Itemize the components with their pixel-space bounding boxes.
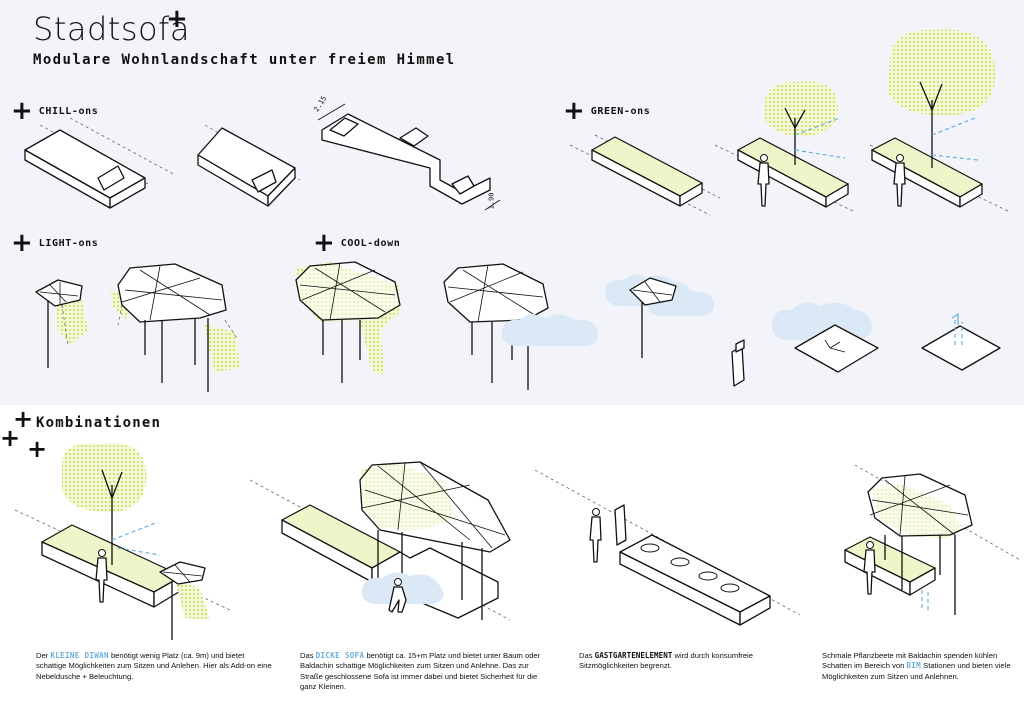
- mist-shower-icon: [731, 339, 745, 387]
- plus-icon: +: [11, 96, 33, 126]
- cool-module-lamp-mist: [604, 274, 745, 387]
- page-title: Stadtsofa: [33, 10, 190, 48]
- light-module-small-canopy: [35, 279, 88, 368]
- section-cool-label: COOL-down: [340, 237, 401, 249]
- cool-module-canopy-green: [295, 261, 401, 383]
- combo-dicke-sofa: [249, 461, 511, 621]
- caption-gastgarten: Das GASTGARTENELEMENT wird durch konsumf…: [579, 651, 753, 671]
- section-green: + GREEN-ons: [563, 98, 650, 124]
- cool-module-canopy-mist: [443, 263, 599, 390]
- combo-pflanzbeet-baldachin: [843, 464, 1021, 615]
- combinations-title: Kombinationen: [36, 415, 162, 431]
- page-subtitle: Modulare Wohnlandschaft unter freiem Him…: [33, 52, 456, 68]
- combo-gastgarten: [534, 469, 801, 626]
- section-cool: + COOL-down: [313, 230, 400, 256]
- section-chill: + CHILL-ons: [11, 98, 98, 124]
- section-light: + LIGHT-ons: [11, 230, 98, 256]
- green-module-bed-2: [714, 81, 856, 213]
- chill-module-sofa-1: [24, 117, 176, 209]
- person-icon: [95, 549, 108, 603]
- green-module-bed-3: [869, 29, 1011, 213]
- caption-dicke-sofa: Das DICKE SOFA benötigt ca. 15+m Platz u…: [300, 651, 541, 692]
- plus-icon: +: [166, 4, 188, 34]
- person-icon: [589, 508, 602, 563]
- person-icon: [388, 578, 407, 613]
- chill-module-long-sofa: [317, 103, 501, 211]
- mist-cloud-icon: [501, 314, 599, 346]
- plus-icon: +: [27, 435, 48, 463]
- caption-kleine-diwan: Der KLEINE DIWAN benötigt wenig Platz (c…: [36, 651, 272, 681]
- mist-shower-icon: [614, 504, 627, 546]
- plus-icon: +: [13, 405, 34, 433]
- caption-pflanzbeet: Schmale Pflanzbeete mit Baldachin spende…: [822, 651, 1011, 681]
- cool-module-mist-plate: [771, 302, 879, 373]
- dimension-depth: 1.90: [487, 192, 496, 210]
- chill-module-sofa-2: [197, 124, 301, 207]
- combo-kleine-diwan: [14, 443, 231, 640]
- person-icon: [757, 154, 770, 207]
- person-icon: [893, 154, 906, 207]
- section-light-label: LIGHT-ons: [38, 237, 99, 249]
- plus-icon: +: [11, 228, 33, 258]
- plus-icon: +: [563, 96, 585, 126]
- section-chill-label: CHILL-ons: [38, 105, 99, 117]
- cool-module-mist-plate-2: [921, 312, 1001, 371]
- plus-icon: +: [0, 424, 21, 452]
- section-green-label: GREEN-ons: [590, 105, 651, 117]
- green-module-bed-1: [569, 134, 721, 216]
- person-icon: [863, 541, 876, 595]
- light-module-large-canopy: [110, 263, 240, 392]
- plus-icon: +: [313, 228, 335, 258]
